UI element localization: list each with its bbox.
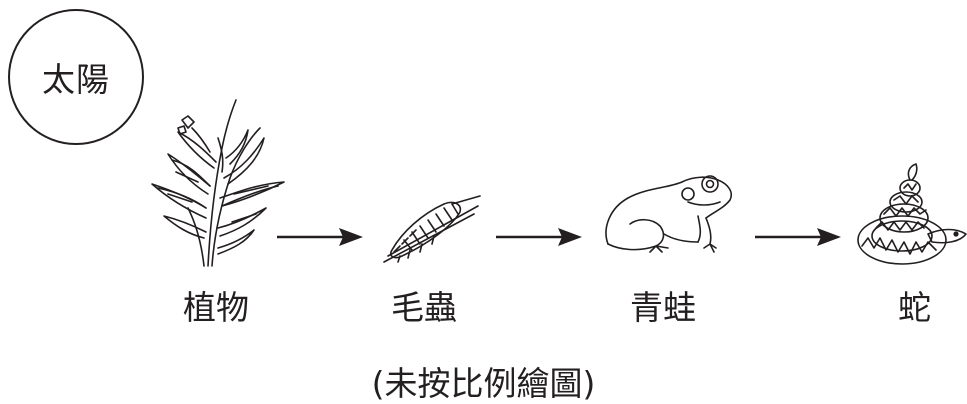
caterpillar-icon	[382, 192, 482, 264]
sun-label: 太陽	[42, 60, 110, 99]
label-frog: 青蛙	[630, 288, 696, 327]
arrow-plant-to-caterpillar	[277, 228, 363, 250]
frog-icon	[602, 172, 736, 256]
scale-caption: (未按比例繪圖)	[371, 364, 596, 403]
arrow-frog-to-snake	[755, 228, 841, 250]
sun-circle: 太陽	[8, 9, 144, 145]
label-plant: 植物	[183, 288, 249, 327]
label-caterpillar: 毛蟲	[391, 288, 457, 327]
arrow-caterpillar-to-frog	[496, 228, 582, 250]
label-snake: 蛇	[898, 288, 931, 327]
plant-icon	[148, 98, 288, 268]
snake-icon	[856, 162, 967, 270]
